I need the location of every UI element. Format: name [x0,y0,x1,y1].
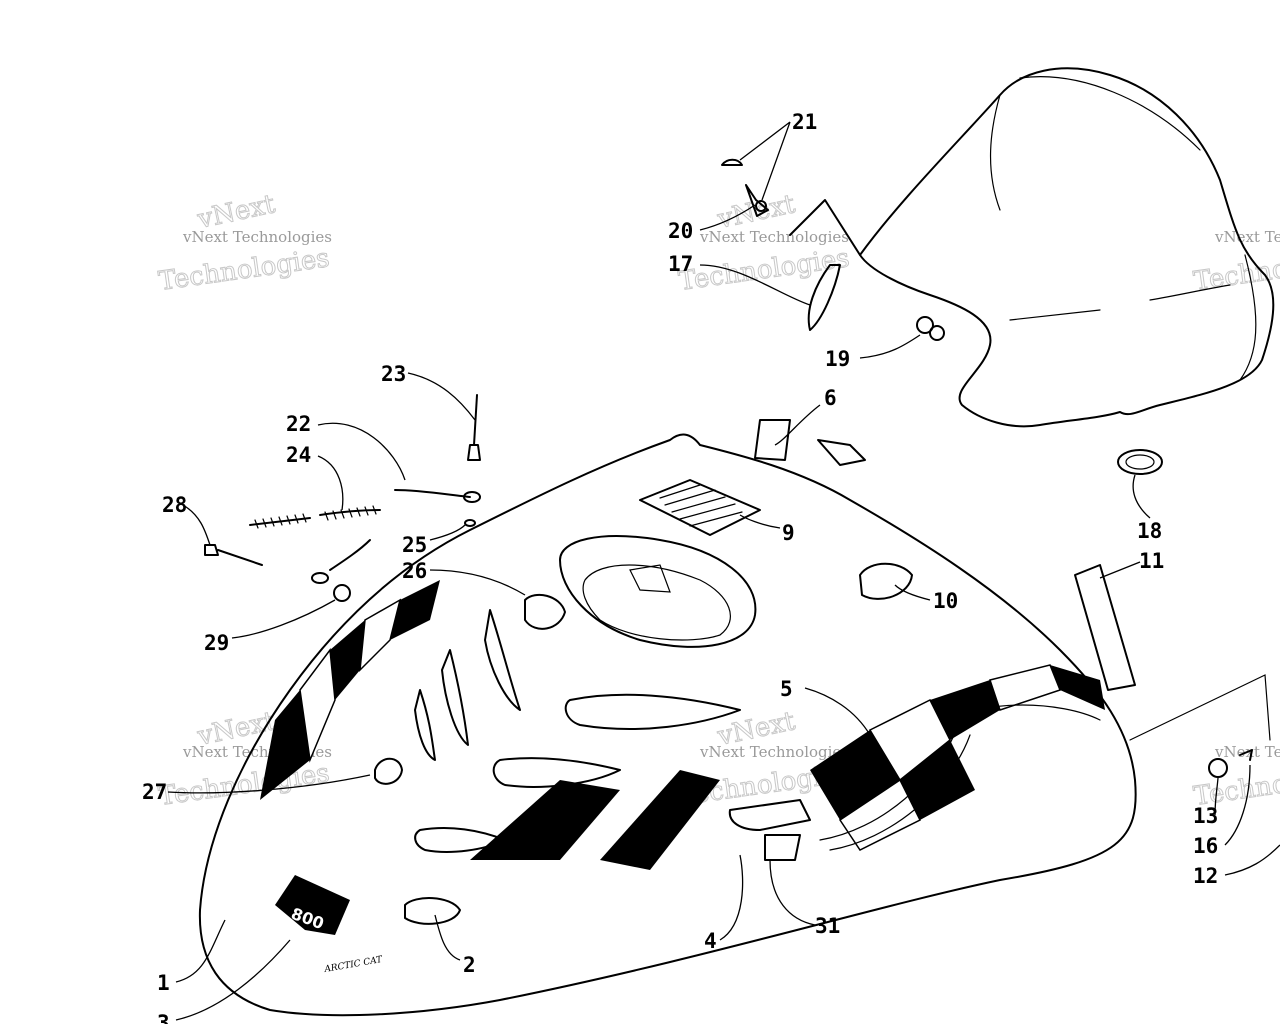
checker-flag-left [260,580,440,800]
callout-24: 24 [286,443,311,467]
hood-badge: 800 [275,875,350,935]
callout-28: 28 [162,493,187,517]
watermark-top-center: vNext vNext Technologies Technologies [676,189,852,298]
hardware-right [1129,674,1271,778]
hardware-left [204,394,481,602]
decal-11 [1074,564,1136,691]
callout-11: 11 [1139,549,1164,573]
callout-10: 10 [933,589,958,613]
callout-5: 5 [780,677,793,701]
callout-9: 9 [782,521,795,545]
callout-31: 31 [815,914,840,938]
decal-9 [639,479,761,536]
callout-12: 12 [1193,864,1218,888]
callout-17: 17 [668,252,693,276]
callout-26: 26 [402,559,427,583]
callout-18: 18 [1137,519,1162,543]
callout-6: 6 [824,386,837,410]
callout-25: 25 [402,533,427,557]
hood-script-logo: ARCTIC CAT [323,955,384,975]
watermark-top-right: vNext Technologies Technologies [1191,228,1280,297]
callout-2: 2 [463,953,476,977]
watermark-big-2: Technologies [1192,243,1280,297]
checker-flag-right [810,664,1105,851]
windshield [721,67,1275,475]
callout-3: 3 [157,1011,170,1024]
watermark-bottom-right: vNext Technologies Technologies [1191,743,1280,812]
callout-23: 23 [381,362,406,386]
callout-19: 19 [825,347,850,371]
watermark-small: vNext Technologies [182,228,332,246]
callout-4: 4 [704,929,717,953]
callout-27: 27 [142,780,167,804]
callout-22: 22 [286,412,311,436]
watermark-big-2: Technologies [157,243,332,297]
callout-20: 20 [668,219,693,243]
callout-16: 16 [1193,834,1218,858]
watermark-small: vNext Technologies [699,743,849,761]
callout-29: 29 [204,631,229,655]
decal-6 [754,419,791,461]
watermark-small: vNext Technologies [699,228,849,246]
callout-numbers: 1 2 3 4 5 6 9 10 11 12 13 16 17 18 19 20… [142,110,1218,1024]
callout-1: 1 [157,971,170,995]
callout-21: 21 [792,110,817,134]
callout-13: 13 [1193,804,1218,828]
watermark-top-left: vNext vNext Technologies Technologies [156,189,332,298]
leader-lines [167,121,1280,1021]
watermark-small: vNext Technologies [1214,228,1280,246]
hood: 800 ARCTIC CAT [198,419,1137,1017]
